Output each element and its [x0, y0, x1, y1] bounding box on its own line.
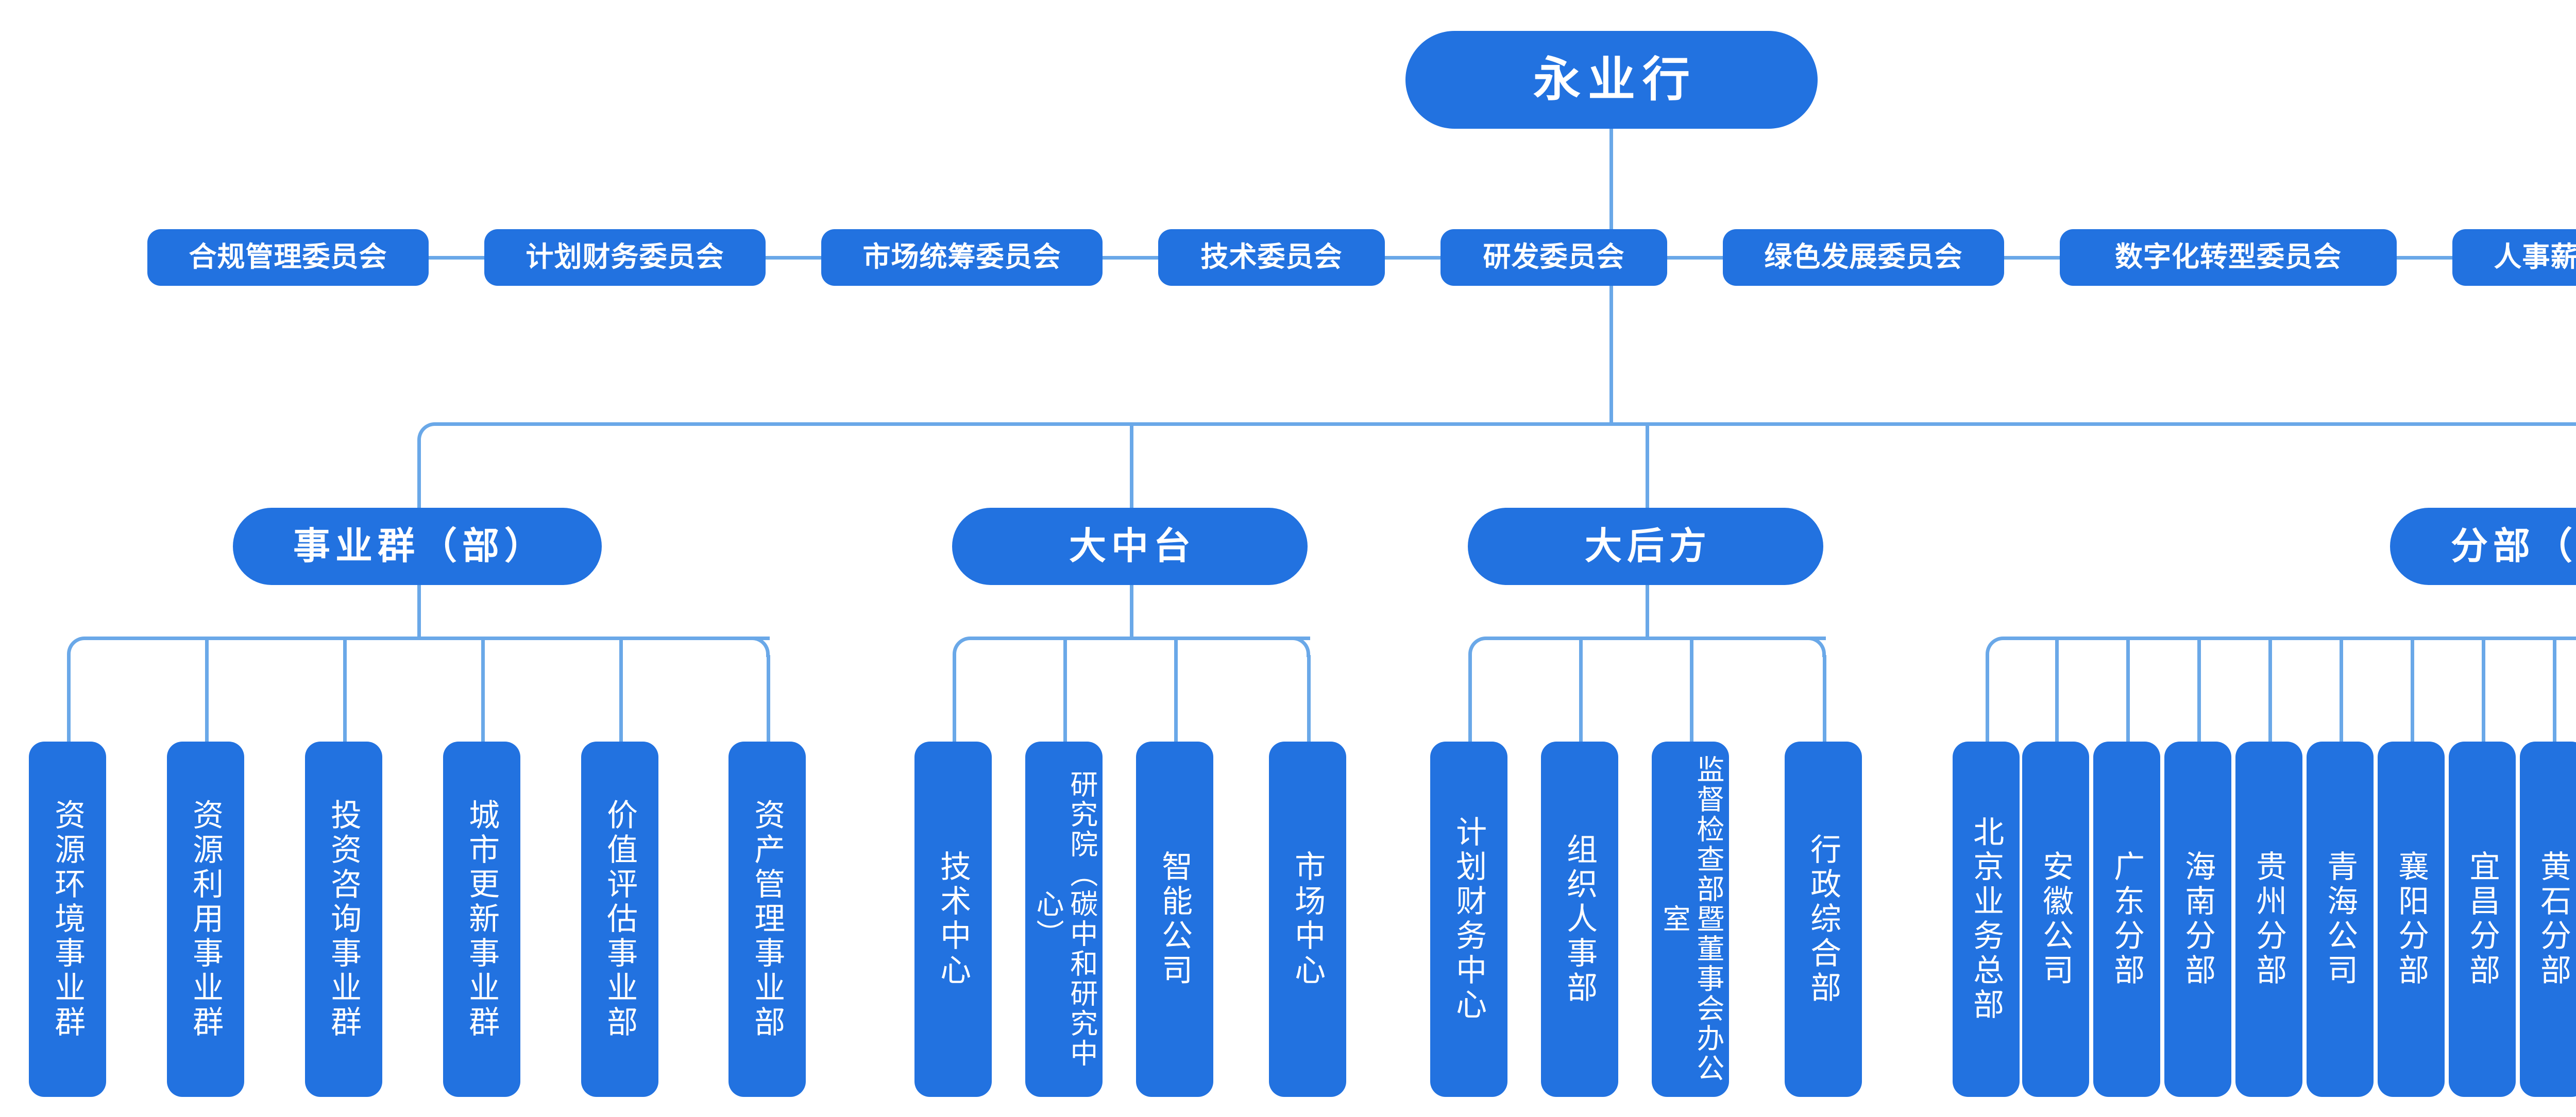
connector-groups-bus — [435, 422, 2576, 426]
connector-g0-bus-left-elbow — [67, 637, 88, 657]
leaf-node-g0-1[interactable]: 资源利用事业群 — [167, 742, 244, 1097]
leaf-node-g0-2[interactable]: 投资咨询事业群 — [305, 742, 382, 1097]
connector-g3-bus-left-elbow — [1986, 637, 2006, 657]
leaf-node-g3-4[interactable]: 贵州分部 — [2235, 742, 2302, 1097]
leaf-node-g3-3[interactable]: 海南分部 — [2164, 742, 2231, 1097]
connector-groups-bus-left-elbow — [417, 422, 438, 443]
connector-g3-drop-2 — [2126, 639, 2130, 743]
connector-g1-drop-0 — [953, 655, 956, 743]
leaf-node-g0-3[interactable]: 城市更新事业群 — [443, 742, 520, 1097]
leaf-node-g1-3[interactable]: 市场中心 — [1269, 742, 1346, 1097]
connector-g2-drop-0 — [1468, 655, 1472, 743]
connector-g3-drop-4 — [2268, 639, 2272, 743]
connector-g2-bus-left-elbow — [1468, 637, 1489, 657]
connector-g1-drop-3 — [1307, 655, 1311, 743]
committee-link-1-2 — [766, 256, 821, 260]
connector-g0-bus — [84, 637, 770, 640]
leaf-node-g2-0[interactable]: 计划财务中心 — [1430, 742, 1507, 1097]
connector-g0-drop-4 — [619, 639, 623, 743]
committee-node-3[interactable]: 技术委员会 — [1158, 229, 1385, 286]
committee-node-6[interactable]: 数字化转型委员会 — [2060, 229, 2397, 286]
group-node-fenbu[interactable]: 分部（分公司） — [2390, 508, 2576, 585]
leaf-node-g3-6[interactable]: 襄阳分部 — [2378, 742, 2445, 1097]
committee-link-4-5 — [1667, 256, 1723, 260]
committee-node-2[interactable]: 市场统筹委员会 — [821, 229, 1103, 286]
connector-g3-drop-6 — [2411, 639, 2414, 743]
leaf-node-g0-5[interactable]: 资产管理事业部 — [728, 742, 806, 1097]
connector-g0-stem — [417, 585, 421, 637]
connector-g0-drop-3 — [481, 639, 485, 743]
connector-g1-stem — [1130, 585, 1133, 637]
connector-g0-drop-2 — [343, 639, 347, 743]
connector-g0-drop-5 — [767, 655, 770, 743]
connector-g2-stem — [1646, 585, 1649, 637]
committee-node-1[interactable]: 计划财务委员会 — [484, 229, 766, 286]
leaf-node-g3-7[interactable]: 宜昌分部 — [2449, 742, 2516, 1097]
connector-g2-drop-3 — [1823, 655, 1826, 743]
leaf-node-g0-4[interactable]: 价值评估事业部 — [581, 742, 658, 1097]
connector-g2-drop-1 — [1579, 639, 1583, 743]
connector-g3-drop-8 — [2553, 639, 2556, 743]
connector-root-trunk-upper — [1609, 129, 1613, 229]
leaf-node-g1-1[interactable]: 研究院（碳中和研究中心） — [1025, 742, 1103, 1097]
connector-g2-bus-right-elbow — [1805, 637, 1826, 657]
connector-g0-drop-0 — [67, 655, 71, 743]
connector-g3-drop-5 — [2340, 639, 2343, 743]
group-node-dazhongtai[interactable]: 大中台 — [952, 508, 1308, 585]
leaf-node-g3-5[interactable]: 青海公司 — [2307, 742, 2374, 1097]
connector-g0-bus-right-elbow — [749, 637, 770, 657]
committee-link-6-7 — [2397, 256, 2452, 260]
connector-g1-drop-2 — [1174, 639, 1178, 743]
leaf-node-g2-3[interactable]: 行政综合部 — [1785, 742, 1862, 1097]
connector-g1-bus-left-elbow — [953, 637, 973, 657]
connector-group-drop-1 — [1130, 424, 1133, 508]
leaf-node-g3-2[interactable]: 广东分部 — [2093, 742, 2160, 1097]
connector-root-trunk-lower — [1609, 286, 1613, 422]
leaf-node-g2-1[interactable]: 组织人事部 — [1541, 742, 1618, 1097]
leaf-node-g1-0[interactable]: 技术中心 — [914, 742, 992, 1097]
leaf-node-g3-0[interactable]: 北京业务总部 — [1953, 742, 2020, 1097]
committee-node-4[interactable]: 研发委员会 — [1440, 229, 1667, 286]
connector-g3-drop-1 — [2055, 639, 2059, 743]
connector-g2-drop-2 — [1690, 639, 1693, 743]
connector-g1-drop-1 — [1063, 639, 1067, 743]
group-node-shiyequn[interactable]: 事业群（部） — [233, 508, 602, 585]
connector-group-drop-0 — [417, 441, 421, 508]
connector-g3-drop-3 — [2197, 639, 2201, 743]
connector-g1-bus — [970, 637, 1310, 640]
group-node-dahoufang[interactable]: 大后方 — [1468, 508, 1823, 585]
connector-g0-drop-1 — [205, 639, 209, 743]
committee-link-3-4 — [1385, 256, 1440, 260]
connector-g2-bus — [1486, 637, 1826, 640]
connector-group-drop-2 — [1646, 424, 1649, 508]
connector-g3-drop-0 — [1986, 655, 1989, 743]
leaf-node-g0-0[interactable]: 资源环境事业群 — [29, 742, 106, 1097]
committee-link-5-6 — [2004, 256, 2060, 260]
leaf-node-g2-2[interactable]: 监督检查部暨董事会办公室 — [1652, 742, 1729, 1097]
committee-node-7[interactable]: 人事薪酬委员会 — [2452, 229, 2576, 286]
leaf-node-g3-1[interactable]: 安徽公司 — [2022, 742, 2089, 1097]
leaf-node-g3-8[interactable]: 黄石分部 — [2520, 742, 2576, 1097]
root-node-yongyehang[interactable]: 永业行 — [1405, 31, 1818, 129]
connector-g3-bus — [2003, 637, 2576, 640]
committee-link-2-3 — [1103, 256, 1158, 260]
committee-link-0-1 — [429, 256, 484, 260]
committee-node-0[interactable]: 合规管理委员会 — [147, 229, 429, 286]
connector-g1-bus-right-elbow — [1290, 637, 1310, 657]
committee-node-5[interactable]: 绿色发展委员会 — [1723, 229, 2004, 286]
leaf-node-g1-2[interactable]: 智能公司 — [1136, 742, 1213, 1097]
connector-g3-drop-7 — [2482, 639, 2485, 743]
